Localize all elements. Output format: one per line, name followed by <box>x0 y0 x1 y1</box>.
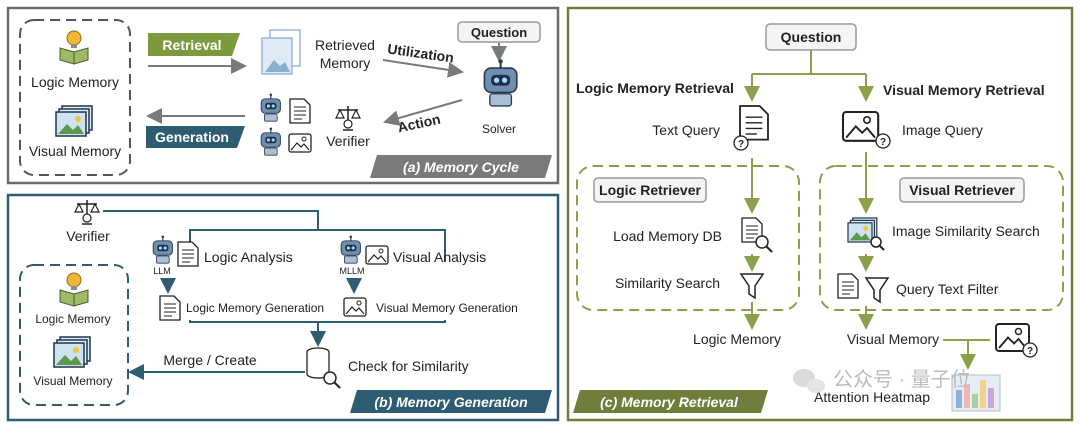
document-icon <box>177 241 199 267</box>
book-lightbulb-icon <box>59 272 89 307</box>
query-text-filter-label: Query Text Filter <box>896 281 999 297</box>
retrieved-label: Retrieved <box>315 37 375 53</box>
filter-icon <box>739 273 765 300</box>
logic-retriever-header <box>593 177 707 203</box>
caption-c: (c) Memory Retrieval <box>600 394 739 410</box>
mllm-robot-icon <box>340 234 361 264</box>
book-lightbulb-icon <box>59 30 89 65</box>
edit-icon <box>343 297 367 317</box>
database-search-icon <box>306 347 341 389</box>
caption-c-box <box>573 390 768 413</box>
action-label: Action <box>396 111 442 136</box>
generation-tag <box>146 126 245 148</box>
text-query-label: Text Query <box>652 122 720 138</box>
svg-text:?: ? <box>1027 346 1033 357</box>
memory-label: Memory <box>320 55 371 71</box>
panel-c-frame <box>566 6 1074 422</box>
caption-a-box <box>370 155 552 178</box>
image-stack-icon <box>53 336 91 368</box>
visual-retriever-box <box>819 165 1064 311</box>
visual-memory-out-label: Visual Memory <box>847 331 939 347</box>
robot-icon <box>260 92 281 122</box>
caption-b: (b) Memory Generation <box>374 394 527 410</box>
document-icon <box>289 98 311 124</box>
visual-memory-retrieval-label: Visual Memory Retrieval <box>883 82 1045 98</box>
retrieval-tag <box>148 33 240 56</box>
logic-memory-label: Logic Memory <box>31 74 119 90</box>
robot-icon <box>260 126 281 156</box>
generation-label: Generation <box>155 129 229 145</box>
caption-a: (a) Memory Cycle <box>403 159 519 175</box>
verifier-label-a: Verifier <box>326 133 370 149</box>
image-query-label: Image Query <box>902 122 983 138</box>
check-similarity-label: Check for Similarity <box>348 358 469 374</box>
solver-robot-icon <box>483 58 518 107</box>
verifier-connector <box>103 210 319 230</box>
attention-heatmap-label: Attention Heatmap <box>814 389 930 405</box>
generation-join-connector <box>189 320 446 323</box>
verifier-label-b: Verifier <box>66 228 110 244</box>
image-stack-icon <box>55 105 93 137</box>
logic-memory-label-b: Logic Memory <box>35 312 110 326</box>
question-box-a <box>457 21 541 43</box>
utilization-arrow <box>382 59 464 78</box>
llm-label: LLM <box>153 266 171 276</box>
document-stack-icon <box>261 29 301 75</box>
edit-icon <box>159 295 181 321</box>
svg-text:?: ? <box>880 137 886 148</box>
logic-memory-out-label: Logic Memory <box>693 331 781 347</box>
attention-heatmap-image <box>951 374 1001 412</box>
svg-text:?: ? <box>738 139 744 150</box>
memory-store-box-b <box>19 264 129 406</box>
visual-memory-label: Visual Memory <box>29 143 121 159</box>
similarity-search-label: Similarity Search <box>615 275 720 291</box>
load-memory-db-label: Load Memory DB <box>613 228 722 244</box>
image-similarity-search-label: Image Similarity Search <box>892 223 1040 239</box>
question-mark-badge <box>733 135 749 151</box>
question-label-a: Question <box>471 25 527 40</box>
question-label-c: Question <box>781 29 842 45</box>
panel-b-frame <box>6 193 560 422</box>
llm-robot-icon <box>152 234 173 264</box>
document-search-icon <box>837 273 859 299</box>
wechat-icon <box>793 369 825 393</box>
filter-icon <box>864 277 890 304</box>
image-icon <box>288 133 312 153</box>
document-icon <box>739 105 769 141</box>
verifier-scale-icon <box>335 105 361 131</box>
question-mark-badge <box>1022 342 1038 358</box>
image-icon <box>841 110 880 142</box>
action-arrow <box>383 99 463 126</box>
visual-analysis-label: Visual Analysis <box>393 249 486 265</box>
merge-create-label: Merge / Create <box>163 352 257 368</box>
visual-memory-generation-label: Visual Memory Generation <box>376 301 518 315</box>
retrieval-label: Retrieval <box>162 37 221 53</box>
logic-memory-retrieval-label: Logic Memory Retrieval <box>576 80 734 96</box>
question-mark-badge <box>875 133 891 149</box>
solver-label: Solver <box>482 122 516 136</box>
memory-store-box-a <box>19 19 131 176</box>
panel-a-frame <box>6 6 560 185</box>
visual-memory-label-b: Visual Memory <box>33 374 112 388</box>
logic-memory-generation-label: Logic Memory Generation <box>186 301 324 315</box>
caption-b-box <box>350 390 552 413</box>
logic-analysis-label: Logic Analysis <box>204 249 293 265</box>
logic-retriever-label: Logic Retriever <box>599 182 701 198</box>
visual-retriever-header <box>899 177 1025 203</box>
verifier-scale-icon <box>74 199 100 225</box>
image-icon <box>365 245 389 265</box>
question-split-connector <box>752 50 812 75</box>
visual-retriever-label: Visual Retriever <box>909 182 1015 198</box>
mllm-label: MLLM <box>339 266 364 276</box>
watermark-text: 公众号 · 量子位 <box>833 368 971 391</box>
